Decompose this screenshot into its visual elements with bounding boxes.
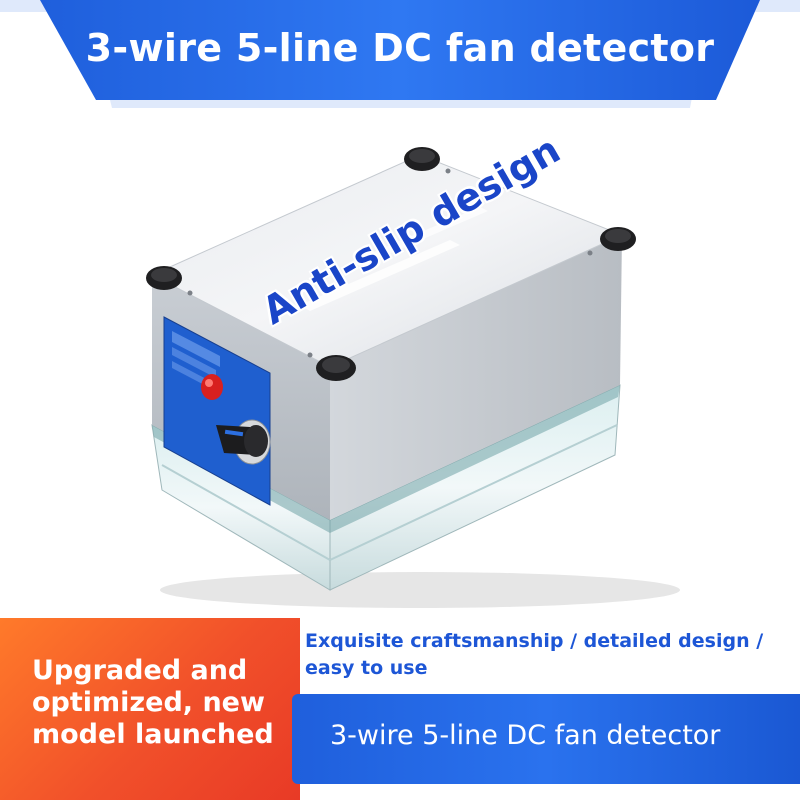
top-banner — [0, 0, 800, 108]
promo-panel — [0, 618, 300, 800]
promo-headline: Upgraded and optimized, new model launch… — [32, 655, 274, 750]
feature-tagline: Exquisite craftsmanship / detailed desig… — [305, 630, 764, 679]
footer-title-bar — [292, 694, 800, 784]
fan-detector-device-image — [146, 147, 680, 608]
page-title: 3-wire 5-line DC fan detector — [85, 26, 715, 70]
footer-title: 3-wire 5-line DC fan detector — [330, 720, 721, 751]
